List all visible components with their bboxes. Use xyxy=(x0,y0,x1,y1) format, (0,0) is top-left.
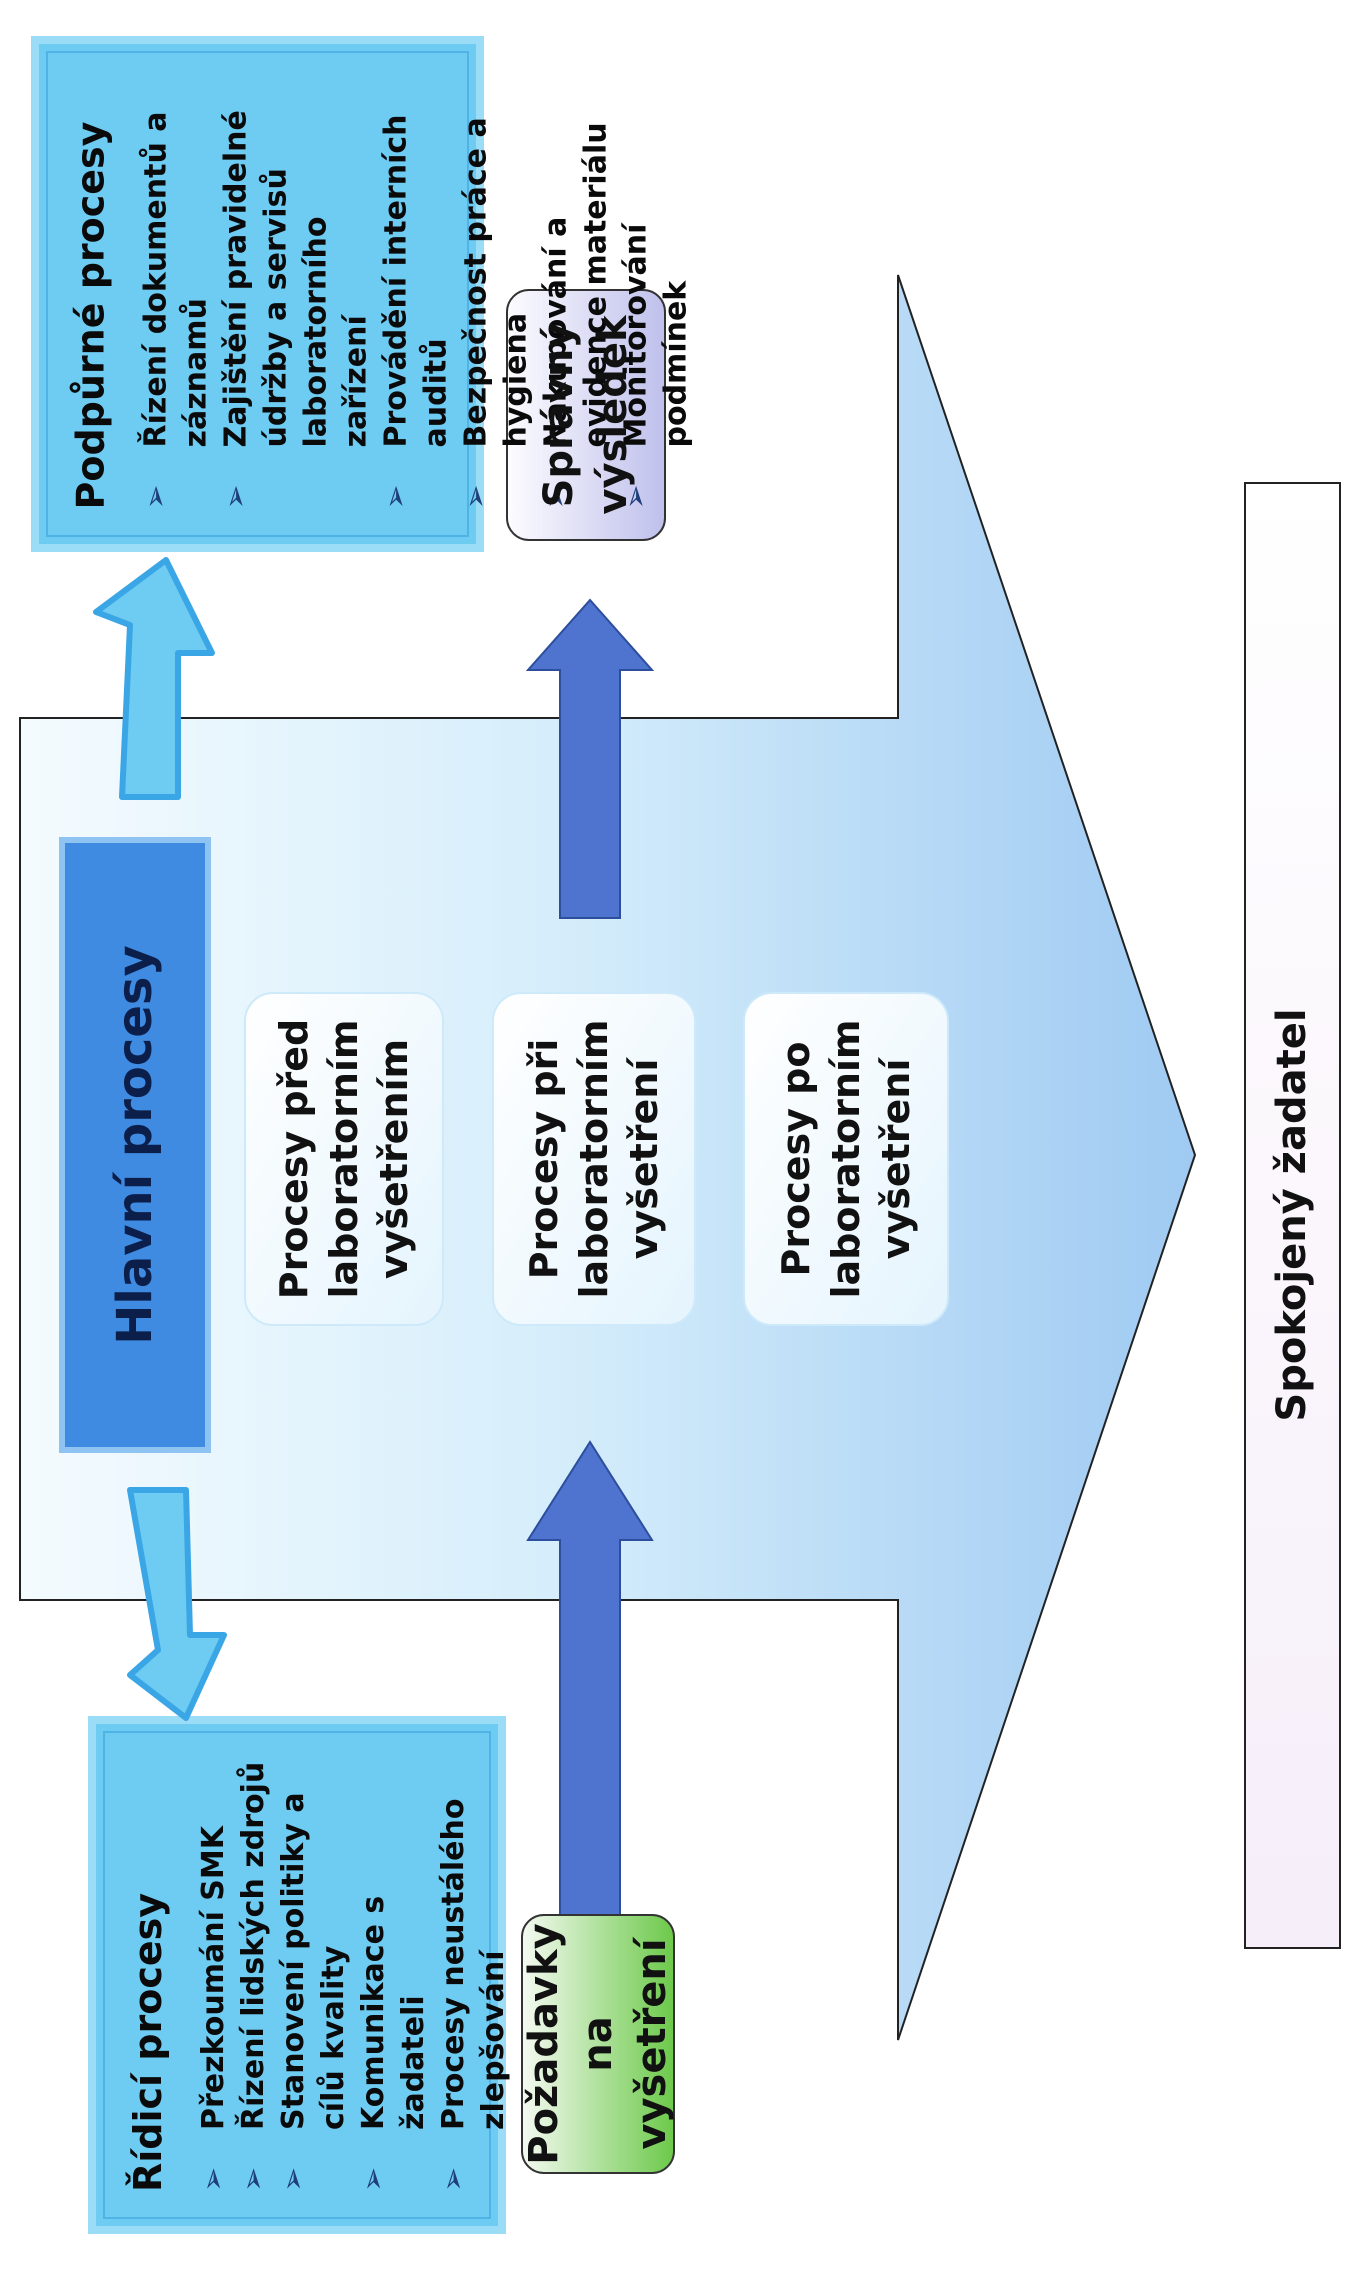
proc-box-2 xyxy=(492,992,696,1326)
arrow-bullet-icon: ➢ xyxy=(436,2166,471,2192)
spokojeny-box-bg xyxy=(1244,482,1341,1949)
process-during: Procesy při laboratorním vyšetření xyxy=(522,1019,666,1299)
spravny-box-bg xyxy=(506,289,666,541)
proc-box-3 xyxy=(743,992,949,1326)
arrow-bullet-icon: ➢ xyxy=(458,484,494,510)
arrow-bullet-icon: ➢ xyxy=(138,484,174,510)
pozadavky-label: Požadavky na vyšetření xyxy=(521,1923,675,2165)
spokojeny-label: Spokojený žadatel xyxy=(1269,1008,1315,1422)
podpurne-panel-bg xyxy=(31,36,484,552)
arrow-bullet-icon: ➢ xyxy=(196,2166,231,2192)
spravny-label: Správný výsledek xyxy=(536,315,636,515)
podpurne-title: Podpůrné procesy xyxy=(68,121,113,510)
ridici-panel: Řídicí procesy ➢Přezkoumání SMK ➢Řízení … xyxy=(104,1732,511,2218)
arrow-bullet-icon: ➢ xyxy=(236,2166,271,2192)
ridici-panel-bg xyxy=(88,1716,506,2234)
arrow-bullet-icon: ➢ xyxy=(218,484,254,510)
process-after: Procesy po laboratorním vyšetření xyxy=(774,1019,918,1299)
pozadavky-box-bg xyxy=(521,1914,675,2174)
list-item: ➢Procesy neustálého zlepšování xyxy=(436,1798,511,2192)
process-before: Procesy před laboratorním vyšetřením xyxy=(272,1018,416,1300)
list-item: ➢Stanovení politiky a cílů kvality xyxy=(276,1792,351,2192)
ridici-title: Řídicí procesy xyxy=(126,1892,170,2192)
podpurne-panel: Podpůrné procesy ➢Řízení dokumentů a záz… xyxy=(47,52,694,536)
list-item: ➢Komunikace s žadateli xyxy=(356,1895,431,2192)
arrow-bullet-icon: ➢ xyxy=(356,2166,391,2192)
hlavni-box-bg xyxy=(59,837,211,1453)
arrow-to-podpurne xyxy=(93,557,215,800)
arrow-to-ridici xyxy=(127,1487,227,1721)
list-item: ➢Řízení lidských zdrojů xyxy=(236,1761,271,2192)
hlavni-title: Hlavní procesy xyxy=(107,945,163,1345)
arrow-bullet-icon: ➢ xyxy=(378,484,414,510)
proc-box-1 xyxy=(244,992,444,1326)
list-item: ➢Přezkoumání SMK xyxy=(196,1826,231,2192)
arrow-output xyxy=(525,598,655,919)
ridici-list: ➢Přezkoumání SMK ➢Řízení lidských zdrojů… xyxy=(194,1758,514,2192)
list-item: ➢Řízení dokumentů a záznamů xyxy=(138,111,214,510)
list-item: ➢Zajištění pravidelné údržby a servisů l… xyxy=(218,110,374,510)
arrow-bullet-icon: ➢ xyxy=(276,2166,311,2192)
list-item: ➢Provádění interních auditů xyxy=(378,114,454,510)
arrow-input xyxy=(526,1440,654,1959)
